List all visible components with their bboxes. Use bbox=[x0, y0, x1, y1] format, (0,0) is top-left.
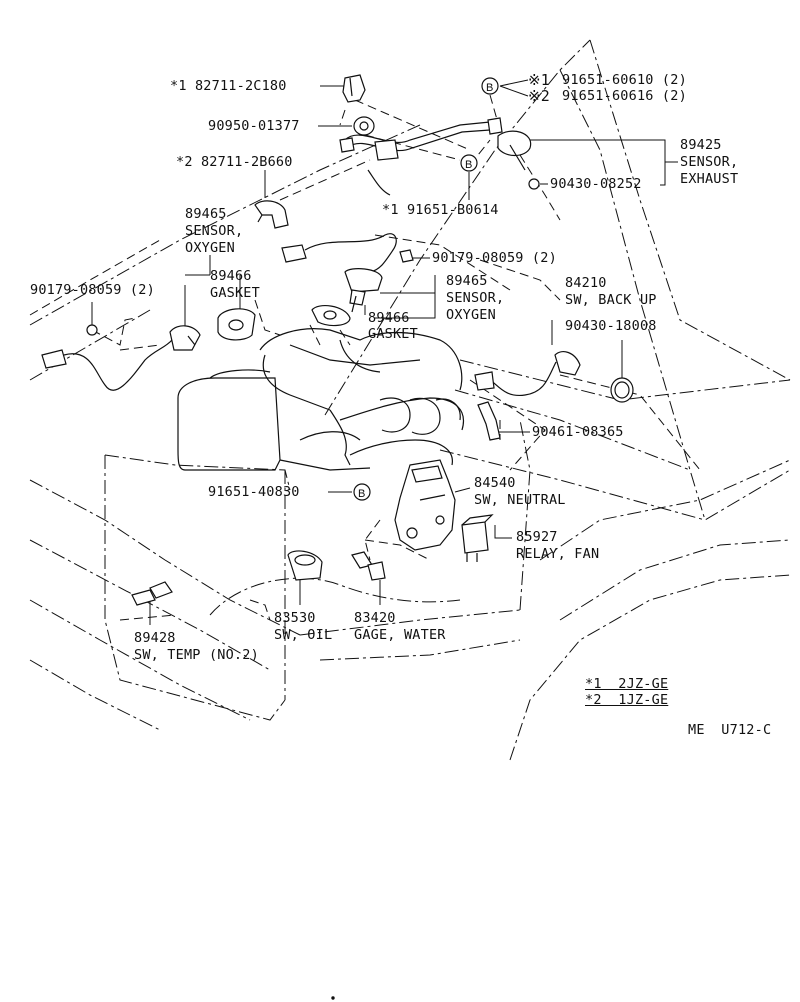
dashed-guides bbox=[29, 94, 701, 621]
label-89425-name2: EXHAUST bbox=[680, 171, 739, 187]
leader-lines bbox=[91, 79, 678, 625]
label-89428: 89428 bbox=[134, 630, 176, 646]
legend-line-2: *2 1JZ-GE bbox=[585, 692, 669, 708]
b-marker-text: B bbox=[358, 488, 365, 500]
label-83530-name: SW, OIL bbox=[274, 627, 333, 643]
label-90179-08059-left: 90179-08059 (2) bbox=[30, 282, 155, 298]
gasket-89466-right bbox=[311, 304, 351, 327]
label-83420-name: GAGE, WATER bbox=[354, 627, 446, 643]
label-91651-60610: 91651-60610 (2) bbox=[562, 72, 687, 88]
label-89466-left: 89466 bbox=[210, 268, 252, 284]
fan-relay-85927 bbox=[461, 514, 494, 562]
temp-switch-89428 bbox=[131, 581, 173, 606]
b-marker-text: B bbox=[486, 82, 493, 94]
label-89465-left-name1: SENSOR, bbox=[185, 223, 244, 239]
legend-line-1: *1 2JZ-GE bbox=[585, 676, 669, 692]
clamp-82711-2b660 bbox=[254, 200, 289, 229]
label-89425: 89425 bbox=[680, 137, 722, 153]
label-90179-08059-right: 90179-08059 (2) bbox=[432, 250, 557, 266]
clamp-90461-08365 bbox=[477, 401, 501, 441]
label-82711-2b660: *2 82711-2B660 bbox=[176, 154, 293, 170]
water-gage-83420 bbox=[351, 551, 386, 581]
label-89465-left: 89465 bbox=[185, 206, 227, 222]
label-89428-name: SW, TEMP (NO.2) bbox=[134, 647, 259, 663]
gasket-89466-left bbox=[217, 308, 256, 341]
nut-90179-08059-right bbox=[399, 249, 414, 263]
oil-switch-83530 bbox=[287, 550, 323, 581]
neutral-switch-84540 bbox=[394, 459, 456, 551]
backup-switch-84210 bbox=[474, 351, 581, 397]
label-90430-18008: 90430-18008 bbox=[565, 318, 657, 334]
engine-block bbox=[177, 328, 464, 471]
label-90430-08252: 90430-08252 bbox=[550, 176, 642, 192]
washer-90430-08252 bbox=[528, 178, 540, 190]
clamp-82711-2c180 bbox=[342, 74, 366, 103]
label-90461-08365: 90461-08365 bbox=[532, 424, 624, 440]
figure-code: ME U712-C bbox=[688, 722, 772, 738]
label-89465-right: 89465 bbox=[446, 273, 488, 289]
label-84210-name: SW, BACK UP bbox=[565, 292, 657, 308]
label-85927: 85927 bbox=[516, 529, 558, 545]
oxygen-sensor-89465-left bbox=[41, 325, 201, 391]
b-marker-text: B bbox=[465, 159, 472, 171]
note-mark-1: ※1 bbox=[528, 71, 550, 89]
label-82711-2c180: *1 82711-2C180 bbox=[170, 78, 287, 94]
label-84210: 84210 bbox=[565, 275, 607, 291]
label-90950-01377: 90950-01377 bbox=[208, 118, 300, 134]
label-85927-name: RELAY, FAN bbox=[516, 546, 600, 562]
label-89466-right: 89466 bbox=[368, 310, 410, 326]
scan-dot bbox=[331, 996, 335, 1000]
oxygen-sensor-89465-right bbox=[281, 233, 397, 313]
vehicle-outline bbox=[29, 39, 791, 761]
label-89425-name1: SENSOR, bbox=[680, 154, 739, 170]
label-89466-right-name: GASKET bbox=[368, 326, 418, 342]
label-89465-left-name2: OXYGEN bbox=[185, 240, 235, 256]
exhaust-sensor-89425 bbox=[339, 117, 532, 196]
nut-90179-08059-left bbox=[86, 324, 98, 336]
note-mark-2: ※2 bbox=[528, 87, 550, 105]
b-bolt-marker-top: B bbox=[481, 77, 499, 95]
label-91651-40830: 91651-40830 bbox=[208, 484, 300, 500]
gasket-90430-18008 bbox=[610, 377, 634, 403]
label-89465-right-name1: SENSOR, bbox=[446, 290, 505, 306]
label-89465-right-name2: OXYGEN bbox=[446, 307, 496, 323]
label-84540-name: SW, NEUTRAL bbox=[474, 492, 566, 508]
label-83420: 83420 bbox=[354, 610, 396, 626]
label-84540: 84540 bbox=[474, 475, 516, 491]
label-91651-60616: 91651-60616 (2) bbox=[562, 88, 687, 104]
label-83530: 83530 bbox=[274, 610, 316, 626]
b-bolt-marker-low: B bbox=[353, 483, 371, 501]
grommet-90950-01377 bbox=[353, 116, 375, 136]
label-91651-b0614: *1 91651-B0614 bbox=[382, 202, 499, 218]
b-bolt-marker-mid: B bbox=[460, 154, 478, 172]
label-89466-left-name: GASKET bbox=[210, 285, 260, 301]
